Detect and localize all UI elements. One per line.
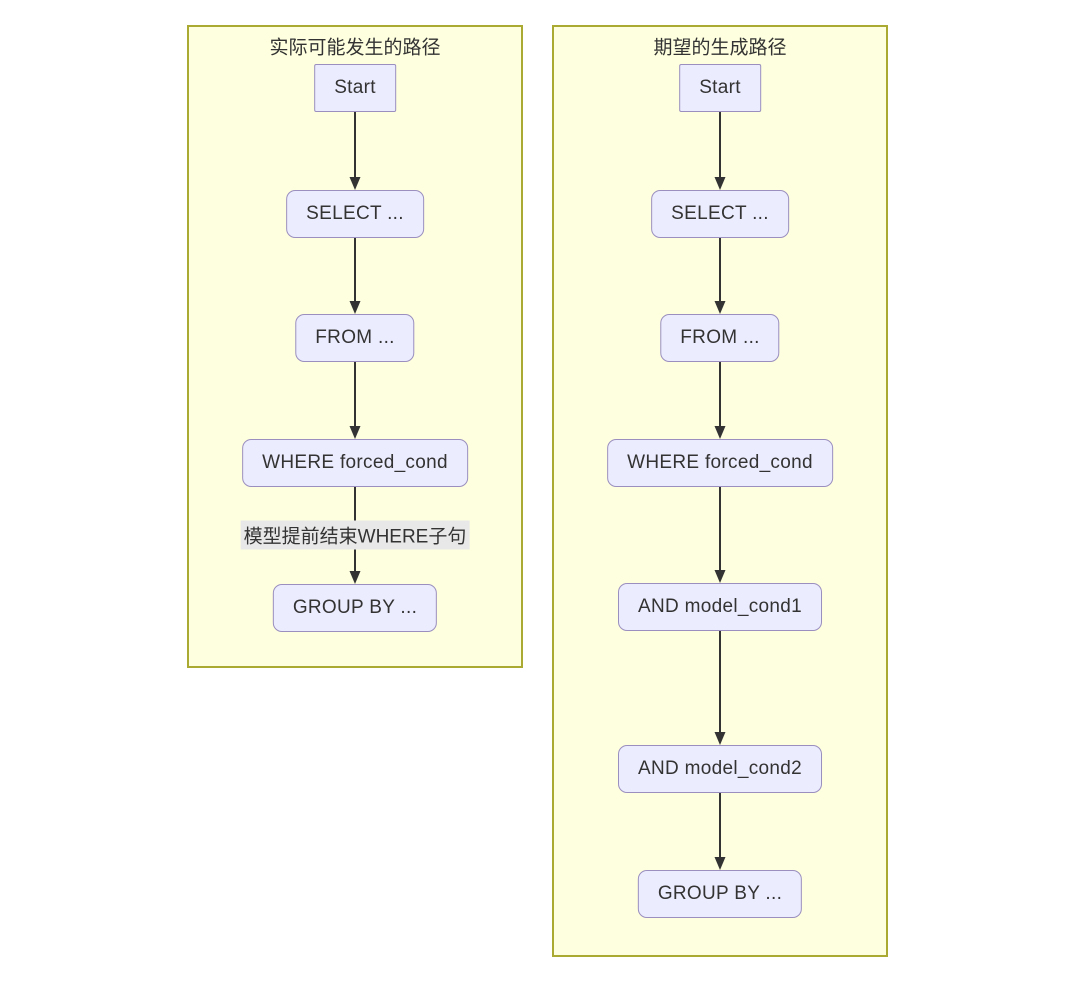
flow-node-expected-group: GROUP BY ... [637, 870, 803, 918]
flow-node-actual-start: Start [314, 64, 396, 112]
flow-node-expected-start: Start [679, 64, 761, 112]
flow-node-actual-group: GROUP BY ... [272, 584, 438, 632]
flow-node-expected-where: WHERE forced_cond [607, 439, 833, 487]
flow-node-actual-select: SELECT ... [286, 190, 424, 238]
edge-label-where-group: 模型提前结束WHERE子句 [240, 520, 470, 550]
panel-expected-path [552, 25, 888, 957]
flow-node-actual-where: WHERE forced_cond [242, 439, 468, 487]
panel-title-actual: 实际可能发生的路径 [269, 37, 441, 59]
flow-node-expected-and1: AND model_cond1 [618, 583, 822, 631]
flow-node-expected-from: FROM ... [660, 314, 780, 362]
flow-node-expected-and2: AND model_cond2 [618, 745, 822, 793]
flow-node-actual-from: FROM ... [295, 314, 415, 362]
panel-title-expected: 期望的生成路径 [653, 37, 787, 59]
flow-node-expected-select: SELECT ... [651, 190, 789, 238]
